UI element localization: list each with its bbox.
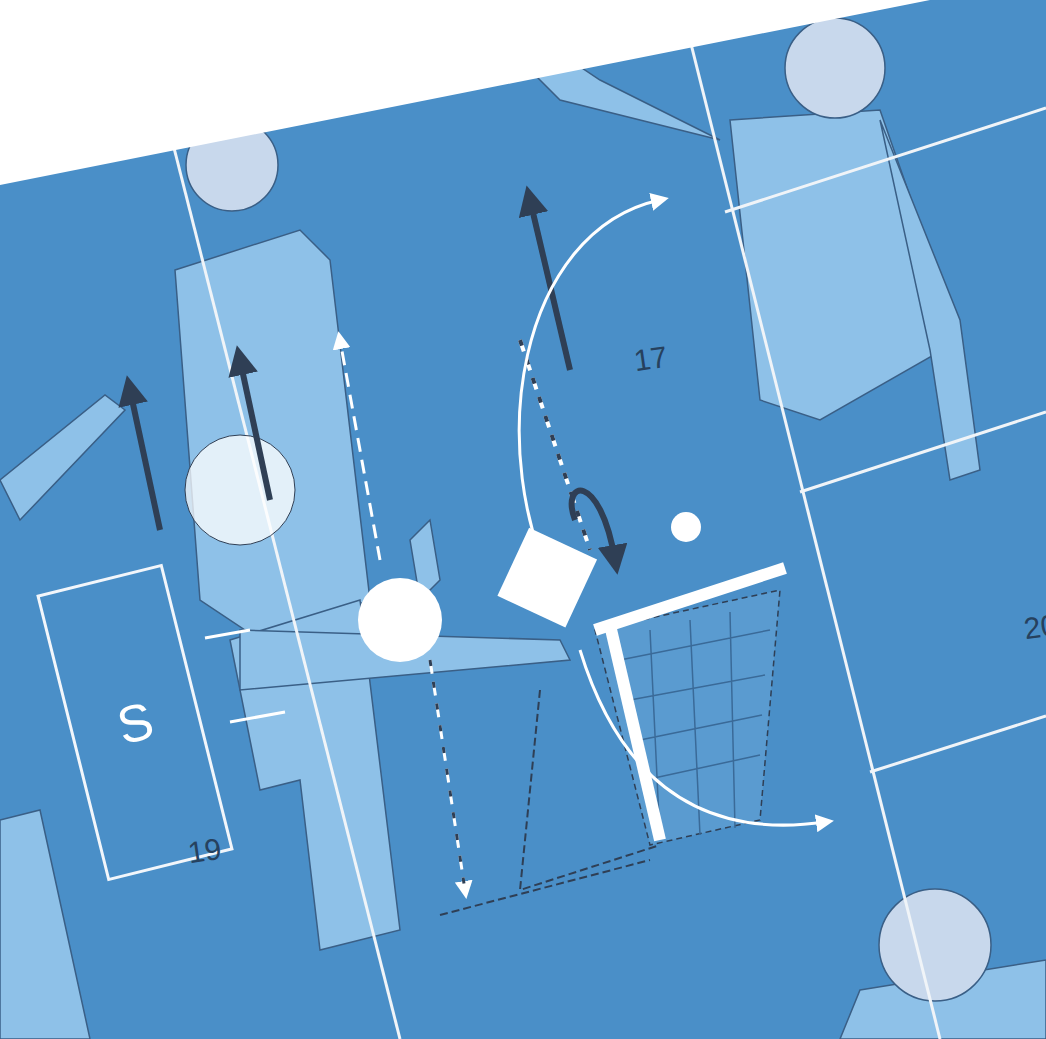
ball <box>185 435 295 545</box>
card <box>497 528 597 628</box>
panel-number: 17 <box>632 342 669 376</box>
net <box>440 568 785 915</box>
page-margin <box>0 0 930 185</box>
arrows <box>130 200 825 890</box>
ball <box>358 578 442 662</box>
panel-lines <box>172 0 1046 1039</box>
ball <box>671 512 701 542</box>
panel-number: 19 <box>186 834 223 868</box>
figures <box>0 40 1046 1039</box>
sign-letter: S <box>112 693 158 752</box>
panel-number: 20 <box>1022 610 1046 644</box>
